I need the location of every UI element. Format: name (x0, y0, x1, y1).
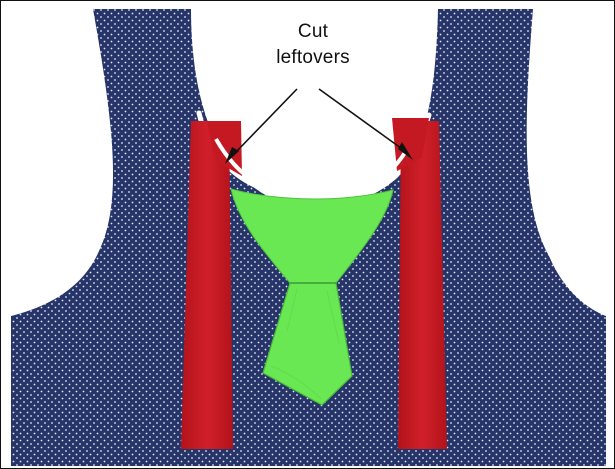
left-arrow-line (236, 89, 297, 152)
annotation-arrows (225, 89, 413, 164)
right-arrow-line (319, 89, 405, 151)
label-line-2: leftovers (253, 45, 373, 71)
right-strap (398, 121, 447, 449)
label-line-1: Cut (253, 19, 373, 45)
cut-leftovers-label: Cut leftovers (253, 19, 373, 71)
